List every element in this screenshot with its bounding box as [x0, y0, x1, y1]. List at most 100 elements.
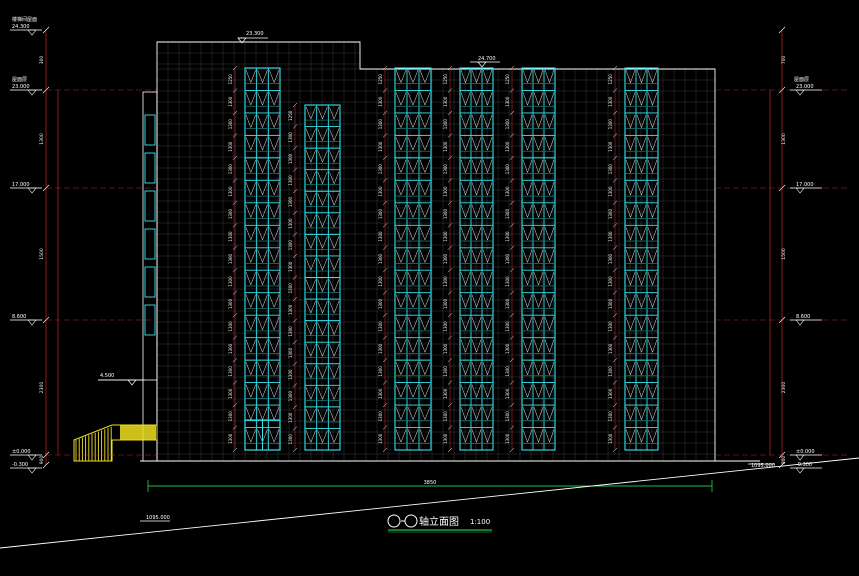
window-row-dim: 1300: [228, 119, 233, 130]
base-mark-right: 1095.000: [748, 463, 775, 469]
total-width-label: 3850: [424, 480, 437, 486]
entrance-door: [244, 419, 281, 451]
window-row-dim: 1300: [505, 96, 510, 107]
stair-tower: [73, 91, 158, 462]
window-row-dim: 1250: [443, 74, 448, 85]
window-row-dim: 1300: [443, 253, 448, 264]
window-row-dim: 1300: [288, 391, 293, 402]
window-row-dim: 1300: [378, 186, 383, 197]
window-row-dim: 1300: [608, 433, 613, 444]
window-row-dim: 1300: [443, 321, 448, 332]
drawing-title-block: 轴立面图 1:100: [387, 514, 492, 533]
left-level-label: ±0.000: [12, 449, 31, 455]
window-row-dim: 1300: [228, 433, 233, 444]
window-column-3: 1250130013001300130013001300130013001300…: [378, 65, 432, 453]
right-level-label: 8.600: [796, 314, 810, 320]
window-row-dim: 1300: [505, 164, 510, 175]
window-column-5: 1250 1300 1300 1300 1300 1300 1300 1300 1300 1300…: [505, 65, 556, 453]
window-row-dim: 1300: [608, 119, 613, 130]
window-row-dim: 1300: [443, 141, 448, 152]
window-row-dim: 1300: [608, 164, 613, 175]
window-row-dim: 1300: [505, 231, 510, 242]
window-row-dim: 1300: [288, 326, 293, 337]
window-columns: 1250 1300 1300 1300 1300 1300 1300 1300 1300 1300…: [228, 65, 659, 453]
right-level-mark: 17.000: [790, 182, 822, 194]
window-row-dim: 1300: [443, 231, 448, 242]
window-row-dim: 1300: [288, 218, 293, 229]
left-level-label: 8.600: [12, 314, 26, 320]
window-row-dim: 1300: [443, 298, 448, 309]
stair-window: [144, 228, 156, 260]
left-level-mark: 8.600: [10, 314, 42, 326]
window-row-dim: 1300: [608, 321, 613, 332]
window-row-dim: 1300: [505, 366, 510, 377]
window-row-dim: 1300: [378, 388, 383, 399]
window-row-dim: 1250: [228, 74, 233, 85]
window-row-dim: 1300: [228, 96, 233, 107]
right-level-label: 23.000: [796, 84, 814, 90]
right-level-label: ±0.000: [796, 449, 815, 455]
window-row-dim: 1300: [378, 321, 383, 332]
left-level-label: 24.300: [12, 24, 30, 30]
stair-tower-outline: [142, 91, 158, 462]
window-row-dim: 1300: [505, 388, 510, 399]
top-mark-1-label: 23.300: [246, 31, 264, 37]
left-level-label: -0.300: [12, 462, 28, 468]
window-row-dim: 1300: [378, 141, 383, 152]
window-row-dim: 1300: [378, 253, 383, 264]
window-row-dim: 1300: [378, 164, 383, 175]
window-row-dim: 1300: [505, 433, 510, 444]
right-level-mark: -0.300: [790, 462, 822, 474]
top-mark-2-label: 24.700: [478, 56, 496, 62]
stair-window: [144, 152, 156, 184]
window-row-dim: 1300: [288, 304, 293, 315]
left-level-label: 17.000: [12, 182, 30, 188]
window-row-dim: 1300: [288, 412, 293, 423]
window-row-dim: 1300: [443, 366, 448, 377]
base-mark-left: 1095.000: [140, 515, 170, 522]
window-row-dim: 1300: [228, 276, 233, 287]
window-row-dim: 1300: [505, 411, 510, 422]
window-row-dim: 1300: [443, 186, 448, 197]
window-row-dim: 1300: [228, 298, 233, 309]
axis-bubble-to: [404, 514, 418, 528]
window-column-2: 1250130013001300130013001300130013001300…: [288, 102, 341, 453]
base-mark-right-label: 1095.000: [751, 463, 775, 469]
window-row-dim: 1300: [228, 343, 233, 354]
window-row-dim: 1300: [608, 411, 613, 422]
window-row-dim: 1300: [608, 141, 613, 152]
window-row-dim: 1300: [228, 141, 233, 152]
right-level-mark: 8.600: [790, 314, 822, 326]
window-row-dim: 1300: [288, 132, 293, 143]
dimension-label: 1300: [781, 133, 787, 145]
window-row-dim: 1300: [228, 231, 233, 242]
level-marks: 24.300楼梯间屋面23.000屋面层17.0008.600±0.000-0.…: [10, 16, 822, 474]
dimension-label: 300: [39, 56, 45, 65]
right-level-label: 17.000: [796, 182, 814, 188]
window-column-1: 1250 1300 1300 1300 1300 1300 1300 1300 1300 1300…: [228, 65, 281, 453]
window-row-dim: 1300: [443, 343, 448, 354]
dimension-label: 1500: [39, 248, 45, 260]
drawing-title: 轴立面图: [419, 515, 459, 528]
window-row-dim: 1300: [228, 253, 233, 264]
window-row-dim: 1300: [443, 388, 448, 399]
window-row-dim: 1300: [608, 388, 613, 399]
window-row-dim: 1300: [288, 240, 293, 251]
window-column-4: 1250 1300 1300 1300 1300 1300 1300 1300 1300 1300…: [443, 65, 494, 453]
window-row-dim: 1250: [378, 74, 383, 85]
window-row-dim: 1300: [378, 276, 383, 287]
window-row-dim: 1300: [443, 411, 448, 422]
window-row-dim: 1300: [288, 196, 293, 207]
window-row-dim: 1250: [505, 74, 510, 85]
window-row-dim: 1300: [505, 119, 510, 130]
window-row-dim: 1300: [288, 434, 293, 445]
window-row-dim: 1300: [505, 343, 510, 354]
window-row-dim: 1300: [378, 209, 383, 220]
window-row-dim: 1300: [288, 153, 293, 164]
